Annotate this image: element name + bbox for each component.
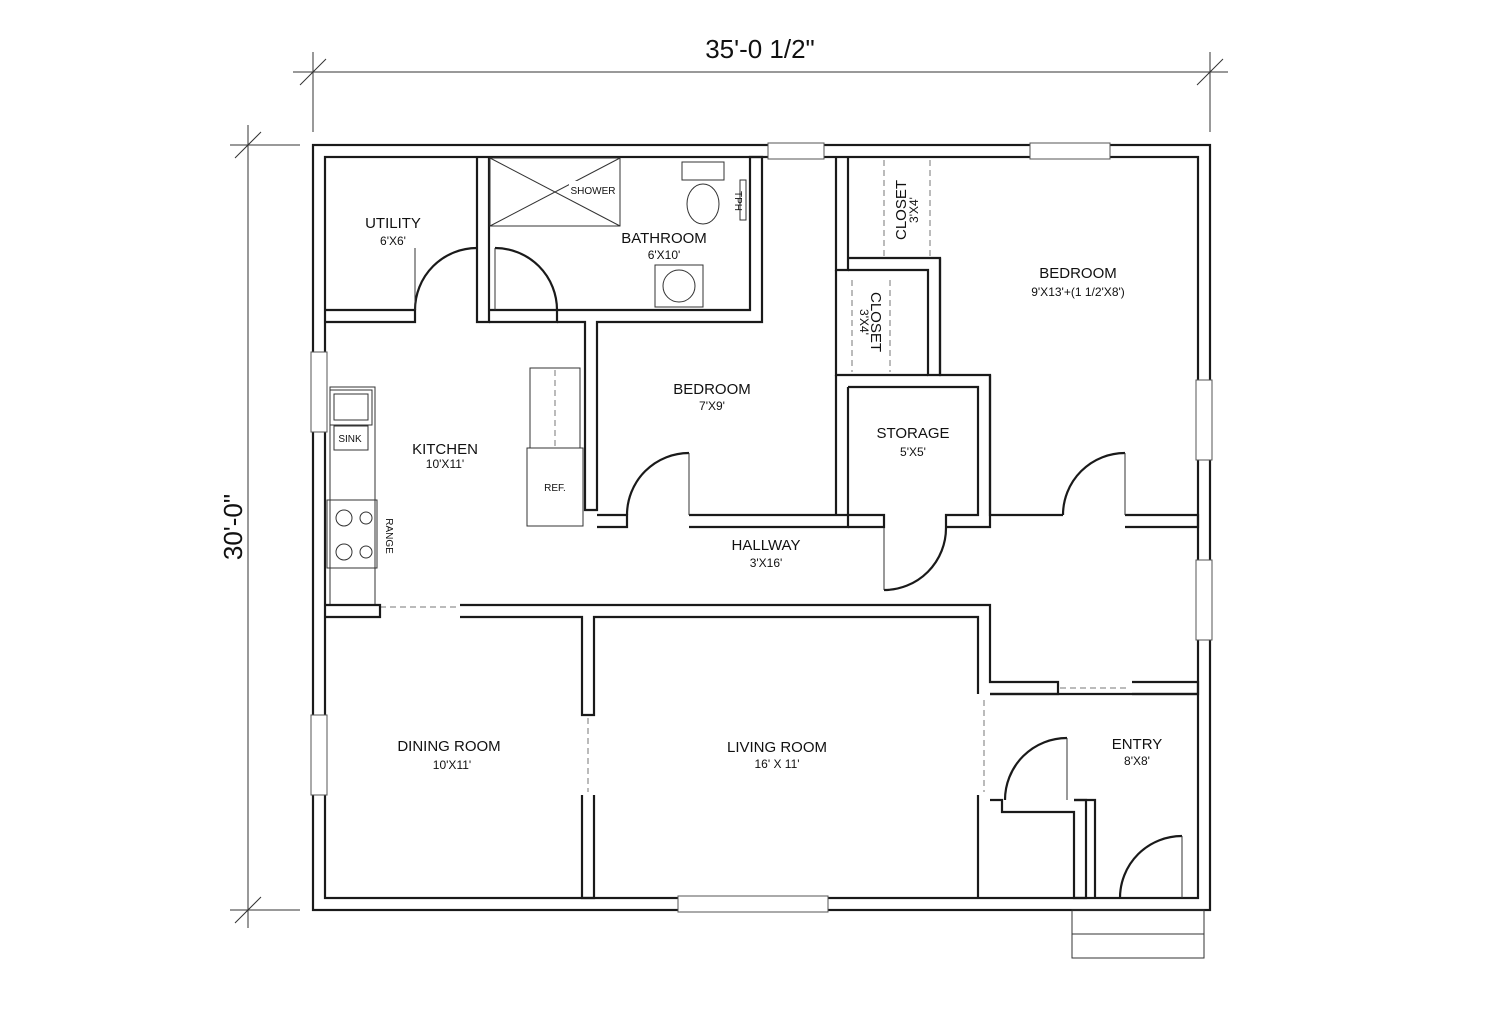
living-size: 16' X 11' xyxy=(754,757,799,771)
storage-size: 5'X5' xyxy=(900,445,926,459)
bedroom-small-size: 7'X9' xyxy=(699,399,725,413)
utility-name: UTILITY xyxy=(365,215,421,232)
bathroom-size: 6'X10' xyxy=(648,248,681,262)
bathroom-name: BATHROOM xyxy=(621,230,707,247)
tph-label: TPH xyxy=(732,191,743,211)
bedroom-main-name: BEDROOM xyxy=(1039,265,1117,282)
utility-size: 6'X6' xyxy=(380,234,406,248)
shower-label-bg xyxy=(569,181,617,197)
dining-name: DINING ROOM xyxy=(397,738,500,755)
utility-walls xyxy=(325,157,491,324)
storage-walls xyxy=(846,375,992,592)
height-dimension-label: 30'-0" xyxy=(218,494,248,560)
range-label: RANGE xyxy=(383,518,394,554)
hallway-size: 3'X16' xyxy=(750,556,783,570)
closet-b-size: 3'X4' xyxy=(857,309,871,335)
entry-walls xyxy=(990,692,1205,959)
width-dimension-line xyxy=(293,52,1228,132)
closet-b-name: CLOSET xyxy=(867,292,884,352)
shower-label: SHOWER xyxy=(571,186,616,197)
closet-a-name: CLOSET xyxy=(893,180,910,240)
bedroom-main-size: 9'X13'+(1 1/2'X8') xyxy=(1031,285,1125,299)
bedroom-small-name: BEDROOM xyxy=(673,381,751,398)
dining-size: 10'X11' xyxy=(433,758,471,772)
hallway-name: HALLWAY xyxy=(732,537,801,554)
closet-walls xyxy=(834,157,942,377)
width-dimension-label: 35'-0 1/2" xyxy=(705,34,815,64)
entry-size: 8'X8' xyxy=(1124,754,1150,768)
height-dimension-line xyxy=(230,125,300,928)
ref-label: REF. xyxy=(544,483,566,494)
kitchen-name: KITCHEN xyxy=(412,441,478,458)
entry-name: ENTRY xyxy=(1112,736,1163,753)
closet-a-size: 3'X4' xyxy=(907,197,921,223)
windows xyxy=(310,142,1213,913)
dining-living-walls xyxy=(325,603,1200,900)
sink-label: SINK xyxy=(338,434,362,445)
living-name: LIVING ROOM xyxy=(727,739,827,756)
kitchen-size: 10'X11' xyxy=(426,457,464,471)
bedroom-small-walls xyxy=(597,375,850,529)
bathroom-walls xyxy=(489,155,764,512)
storage-name: STORAGE xyxy=(876,425,949,442)
